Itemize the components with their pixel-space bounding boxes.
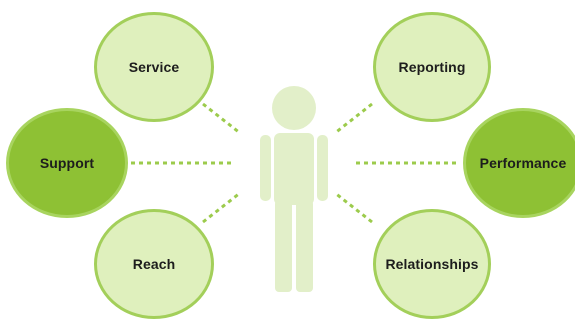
node-reach: Reach <box>94 209 214 319</box>
node-performance: Performance <box>463 108 575 218</box>
person-left-leg <box>275 200 292 292</box>
node-service-label: Service <box>128 59 180 75</box>
node-support-label: Support <box>39 155 95 171</box>
node-reporting-label: Reporting <box>398 59 466 75</box>
person-head <box>272 86 316 130</box>
node-service: Service <box>94 12 214 122</box>
node-relationships: Relationships <box>373 209 491 319</box>
node-support: Support <box>6 108 128 218</box>
node-reporting: Reporting <box>373 12 491 122</box>
person-right-arm <box>317 135 328 201</box>
node-performance-label: Performance <box>479 155 567 171</box>
person-left-arm <box>260 135 271 201</box>
person-right-leg <box>296 200 313 292</box>
node-reach-label: Reach <box>132 256 176 272</box>
node-relationships-label: Relationships <box>385 256 479 272</box>
person-torso <box>274 133 314 205</box>
